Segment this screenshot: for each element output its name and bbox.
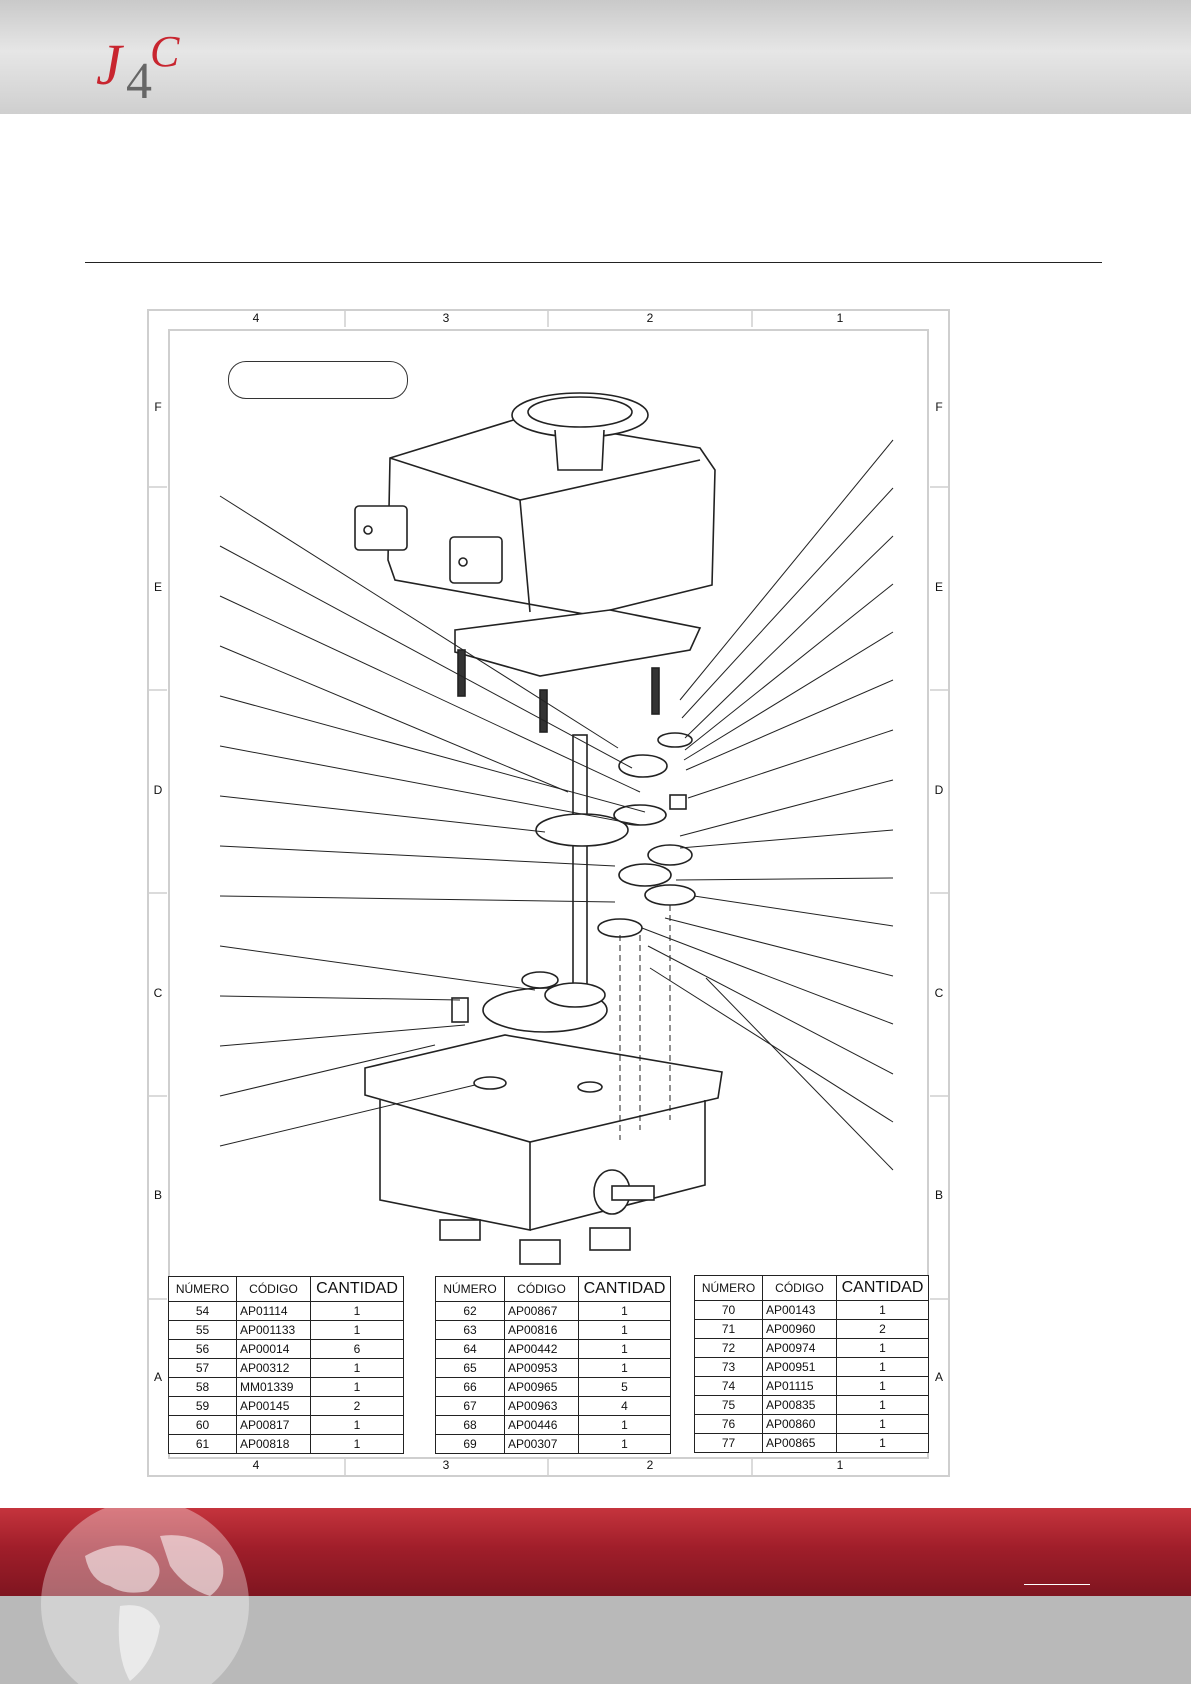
zone-row-right: A	[934, 1370, 943, 1384]
svg-text:J: J	[96, 32, 125, 97]
zone-row-left: F	[154, 400, 162, 414]
header-cantidad: CANTIDAD	[836, 1275, 929, 1301]
globe-icon	[41, 1500, 249, 1684]
header-codigo: CÓDIGO	[504, 1276, 579, 1302]
header-codigo: CÓDIGO	[762, 1275, 837, 1301]
zone-col-bottom: 2	[646, 1458, 654, 1472]
drawing-frame	[168, 329, 929, 1459]
zone-row-left: B	[153, 1188, 162, 1202]
zone-row-left: A	[153, 1370, 162, 1384]
zone-col-top: 2	[646, 311, 654, 325]
zone-row-left: E	[153, 580, 162, 594]
zone-col-bottom: 1	[836, 1458, 844, 1472]
header-rule	[85, 262, 1102, 263]
header-numero: NÚMERO	[694, 1275, 763, 1301]
svg-text:4: 4	[126, 53, 152, 102]
company-logo: J 4 C	[96, 27, 180, 102]
zone-col-top: 4	[252, 311, 260, 325]
zone-row-right: E	[934, 580, 943, 594]
header-numero: NÚMERO	[168, 1276, 237, 1302]
zone-col-top: 3	[442, 311, 450, 325]
page-header: J 4 C	[0, 0, 1191, 114]
footer-base	[0, 1596, 1191, 1684]
zone-col-top: 1	[836, 311, 844, 325]
zone-col-bottom: 4	[252, 1458, 260, 1472]
zone-row-right: F	[935, 400, 943, 414]
zone-row-right: B	[934, 1188, 943, 1202]
header-cantidad: CANTIDAD	[310, 1276, 404, 1302]
zone-col-bottom: 3	[442, 1458, 450, 1472]
drawing-title-box	[228, 361, 408, 399]
zone-row-left: C	[153, 986, 163, 1000]
header-cantidad: CANTIDAD	[578, 1276, 671, 1302]
zone-row-left: D	[153, 783, 163, 797]
svg-text:C: C	[150, 27, 180, 76]
zone-row-right: C	[934, 986, 944, 1000]
footer-underline	[1024, 1584, 1090, 1585]
header-numero: NÚMERO	[435, 1276, 505, 1302]
header-codigo: CÓDIGO	[236, 1276, 311, 1302]
zone-row-right: D	[934, 783, 944, 797]
